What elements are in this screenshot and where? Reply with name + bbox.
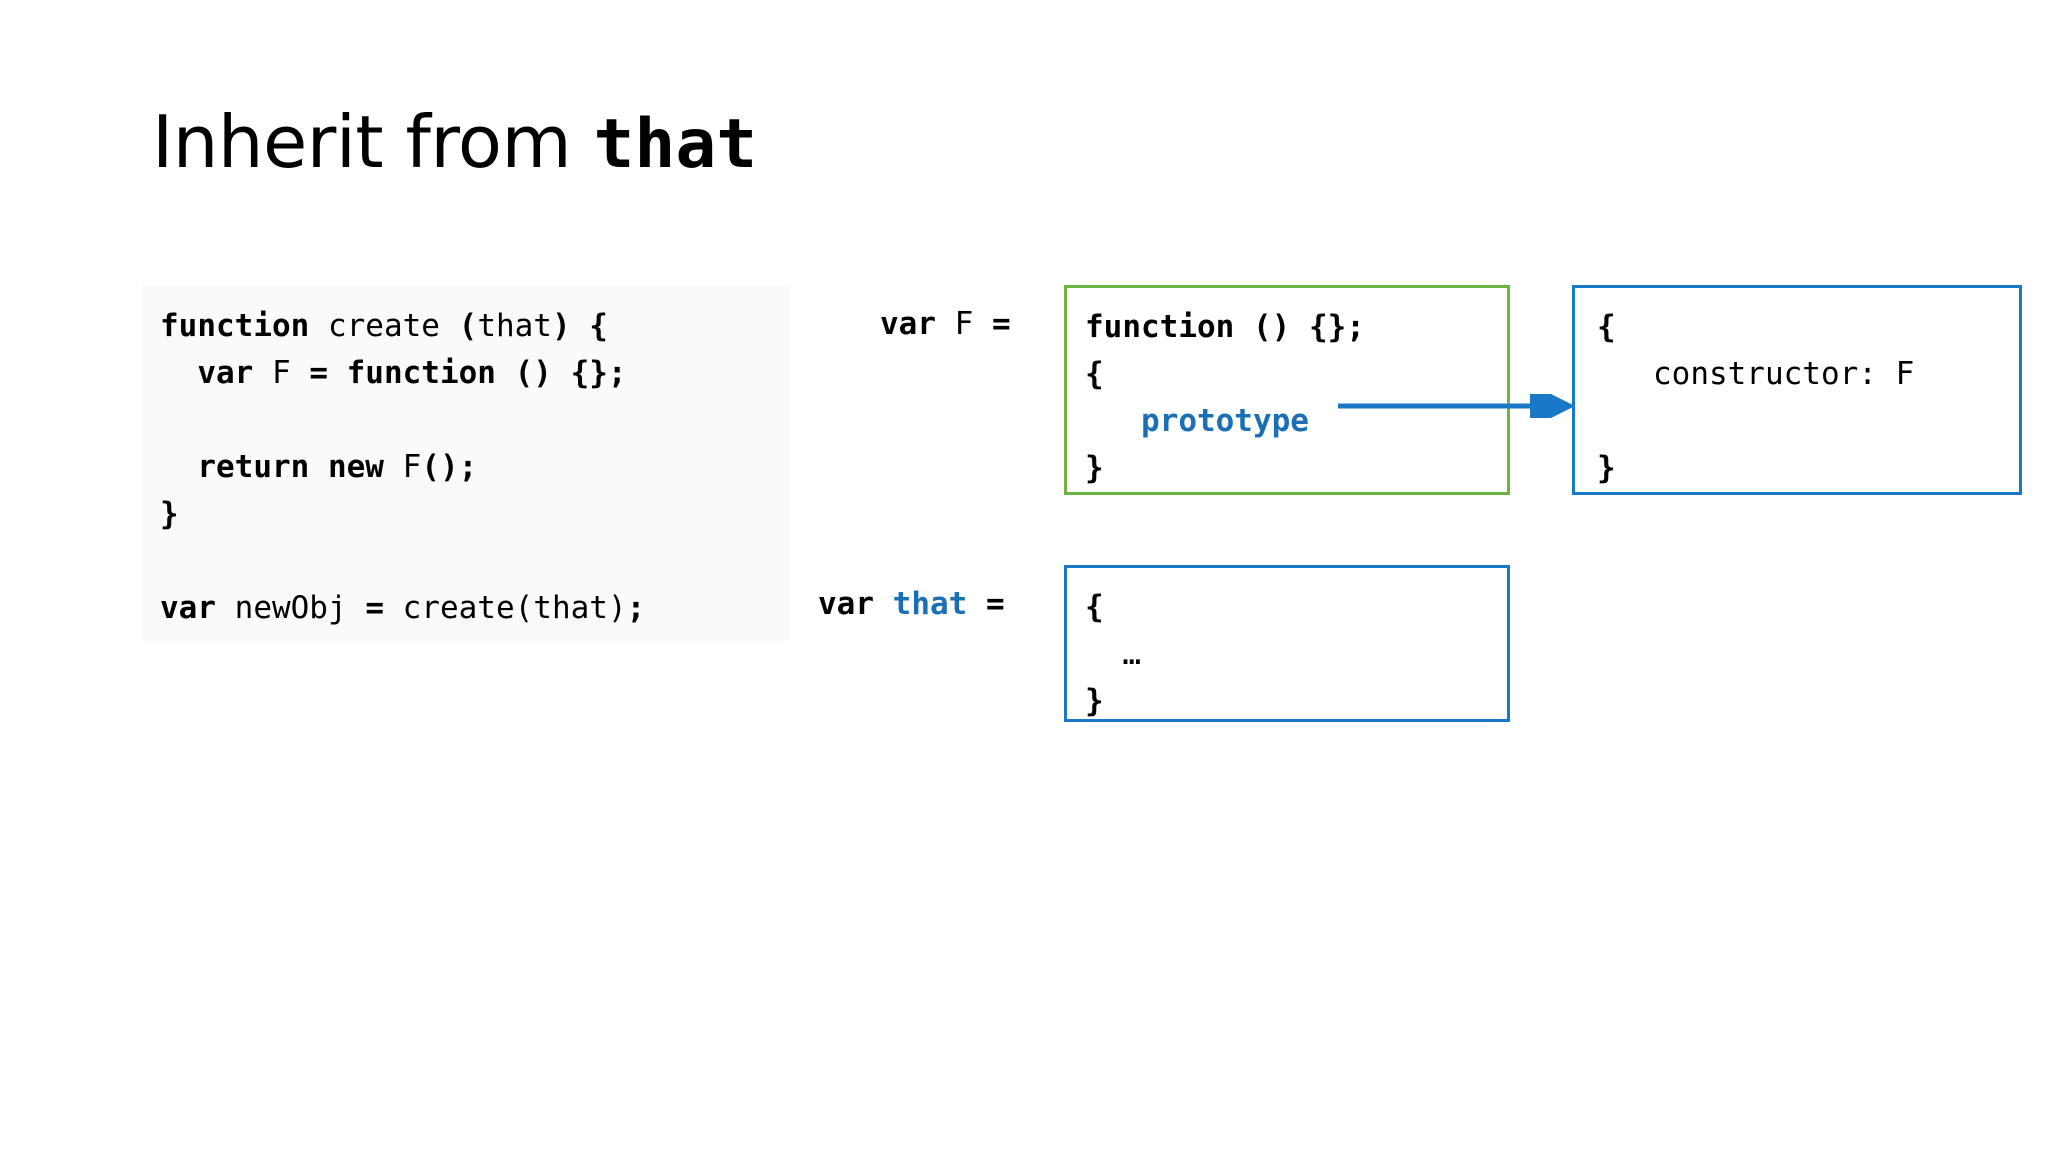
code-line: }: [1085, 445, 1507, 492]
page-title-plain: Inherit from: [152, 100, 594, 184]
code-line: function create (that) {: [160, 303, 790, 350]
code-token: (: [458, 308, 478, 344]
code-token: {: [1085, 356, 1104, 392]
code-token: prototype: [1085, 403, 1309, 439]
page-title-code-that: that: [593, 105, 758, 184]
code-token: =: [991, 306, 1011, 342]
code-token: }: [160, 496, 179, 532]
code-line: }: [160, 491, 790, 538]
code-line: prototype: [1085, 398, 1507, 445]
code-token: {: [1085, 589, 1104, 625]
code-line: function () {};: [1085, 304, 1507, 351]
code-token: constructor: F: [1597, 356, 1915, 392]
code-line: {: [1597, 304, 2019, 351]
var-f-label: var F =: [880, 301, 1011, 348]
code-token: F: [271, 355, 310, 391]
code-line: constructor: F: [1597, 351, 2019, 398]
code-token: function () {};: [1085, 309, 1365, 345]
var-that-label: var that =: [818, 581, 1005, 628]
code-token: var: [160, 355, 272, 391]
code-line: {: [1085, 584, 1507, 631]
code-token: =: [365, 590, 403, 626]
code-token: var: [880, 306, 955, 342]
code-token: F: [954, 306, 992, 342]
code-line: }: [1085, 678, 1507, 725]
code-token: function: [160, 308, 328, 344]
code-token: = function () {};: [309, 355, 627, 391]
code-line: {: [1085, 351, 1507, 398]
code-token: …: [1085, 636, 1141, 672]
code-line: [160, 538, 790, 585]
code-token: create(that): [402, 590, 627, 626]
code-token: create: [327, 308, 459, 344]
code-line: …: [1085, 631, 1507, 678]
code-token: var: [160, 590, 235, 626]
code-token: ;: [626, 590, 646, 626]
code-line: [1597, 398, 2019, 445]
page-title: Inherit from that: [152, 106, 757, 179]
code-token: that: [892, 586, 986, 622]
code-token: }: [1085, 683, 1104, 719]
that-object-box: { …}: [1064, 565, 1510, 722]
code-line: var newObj = create(that);: [160, 585, 790, 632]
code-token: =: [985, 586, 1005, 622]
code-token: newObj: [234, 590, 366, 626]
code-line: }: [1597, 445, 2019, 492]
code-token: ) {: [551, 308, 608, 344]
code-token: F: [402, 449, 422, 485]
code-line: [160, 397, 790, 444]
prototype-object-box: { constructor: F}: [1572, 285, 2022, 495]
code-token: that: [477, 308, 552, 344]
code-token: }: [1597, 450, 1616, 486]
create-function-code-panel: function create (that) { var F = functio…: [142, 285, 790, 641]
code-token: ();: [421, 449, 478, 485]
code-line: var F = function () {};: [160, 350, 790, 397]
code-token: }: [1085, 450, 1104, 486]
function-object-box: function () {}; { prototype}: [1064, 285, 1510, 495]
code-token: return new: [160, 449, 403, 485]
code-line: return new F();: [160, 444, 790, 491]
code-token: {: [1597, 309, 1616, 345]
code-token: var: [818, 586, 893, 622]
